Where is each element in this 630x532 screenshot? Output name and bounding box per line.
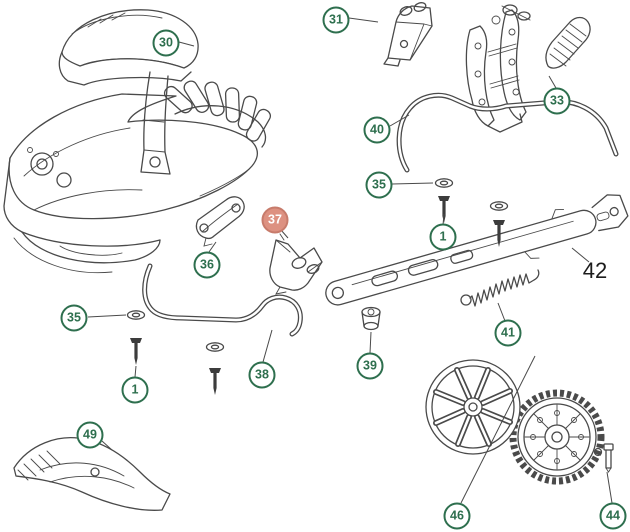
callout-37[interactable]: 37	[261, 206, 289, 234]
callout-35[interactable]: 35	[60, 304, 88, 332]
callout-42: 42	[582, 258, 608, 283]
callout-1[interactable]: 1	[429, 223, 457, 251]
callout-30[interactable]: 30	[152, 29, 180, 57]
part-44-drawing	[593, 443, 614, 473]
callout-41[interactable]: 41	[494, 319, 522, 347]
part-41-spring-drawing	[460, 269, 540, 307]
callout-31[interactable]: 31	[322, 6, 350, 34]
callout-44[interactable]: 44	[599, 502, 627, 530]
callout-33[interactable]: 33	[543, 87, 571, 115]
part-37-drawing	[269, 233, 323, 295]
callout-36[interactable]: 36	[193, 251, 221, 279]
part-33-grip-drawing	[545, 16, 591, 69]
part-40-rod-drawing	[396, 92, 619, 173]
callout-40[interactable]: 40	[363, 116, 391, 144]
part-31-drawing	[383, 2, 433, 67]
bolt-1-drawings	[130, 196, 505, 395]
callout-38[interactable]: 38	[248, 361, 276, 389]
callout-39[interactable]: 39	[356, 352, 384, 380]
callout-49[interactable]: 49	[76, 421, 104, 449]
part-42-bar-drawing	[325, 194, 629, 306]
washer-35-drawings	[126, 178, 509, 352]
callout-35[interactable]: 35	[365, 171, 393, 199]
wheel-rear-drawing	[509, 389, 605, 485]
mower-body-drawing	[3, 9, 272, 274]
part-39-drawing	[361, 306, 381, 331]
callout-46[interactable]: 46	[443, 502, 471, 530]
part-36-drawing	[195, 196, 245, 247]
part-33-assembly-drawing	[465, 4, 531, 133]
leader-lines	[87, 17, 613, 504]
part-38-rod-drawing	[142, 263, 303, 337]
part-49-blade-drawing	[13, 437, 171, 511]
wheel-front-drawing	[425, 359, 521, 455]
callout-1[interactable]: 1	[121, 376, 149, 404]
